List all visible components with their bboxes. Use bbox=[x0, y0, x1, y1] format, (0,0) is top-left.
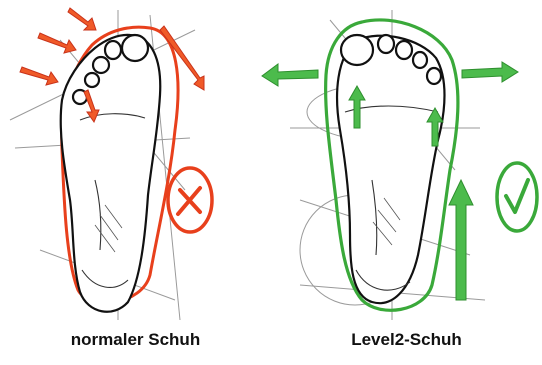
spread-arrow-left bbox=[262, 64, 318, 86]
pressure-arrow-1 bbox=[68, 8, 96, 30]
lift-arrow-heel bbox=[449, 180, 473, 300]
pressure-arrow-3 bbox=[20, 67, 58, 85]
right-toe-4 bbox=[413, 52, 427, 68]
left-big-toe bbox=[122, 35, 148, 61]
right-big-toe bbox=[341, 35, 373, 65]
pressure-arrow-5 bbox=[160, 26, 204, 90]
right-toe-2 bbox=[378, 35, 394, 53]
left-caption: normaler Schuh bbox=[0, 330, 271, 350]
left-panel bbox=[10, 8, 212, 320]
right-panel bbox=[262, 10, 537, 320]
checkmark-in-circle-icon bbox=[497, 163, 537, 231]
pressure-arrow-2 bbox=[38, 33, 76, 53]
right-toe-3 bbox=[396, 41, 412, 59]
left-toe-3 bbox=[93, 57, 109, 73]
left-toe-2 bbox=[105, 41, 121, 59]
spread-arrow-right bbox=[462, 62, 518, 82]
right-caption: Level2-Schuh bbox=[271, 330, 542, 350]
left-foot-sole bbox=[61, 35, 161, 312]
cross-in-circle-icon bbox=[168, 168, 212, 232]
left-toe-4 bbox=[85, 73, 99, 87]
right-toe-5 bbox=[427, 68, 441, 84]
